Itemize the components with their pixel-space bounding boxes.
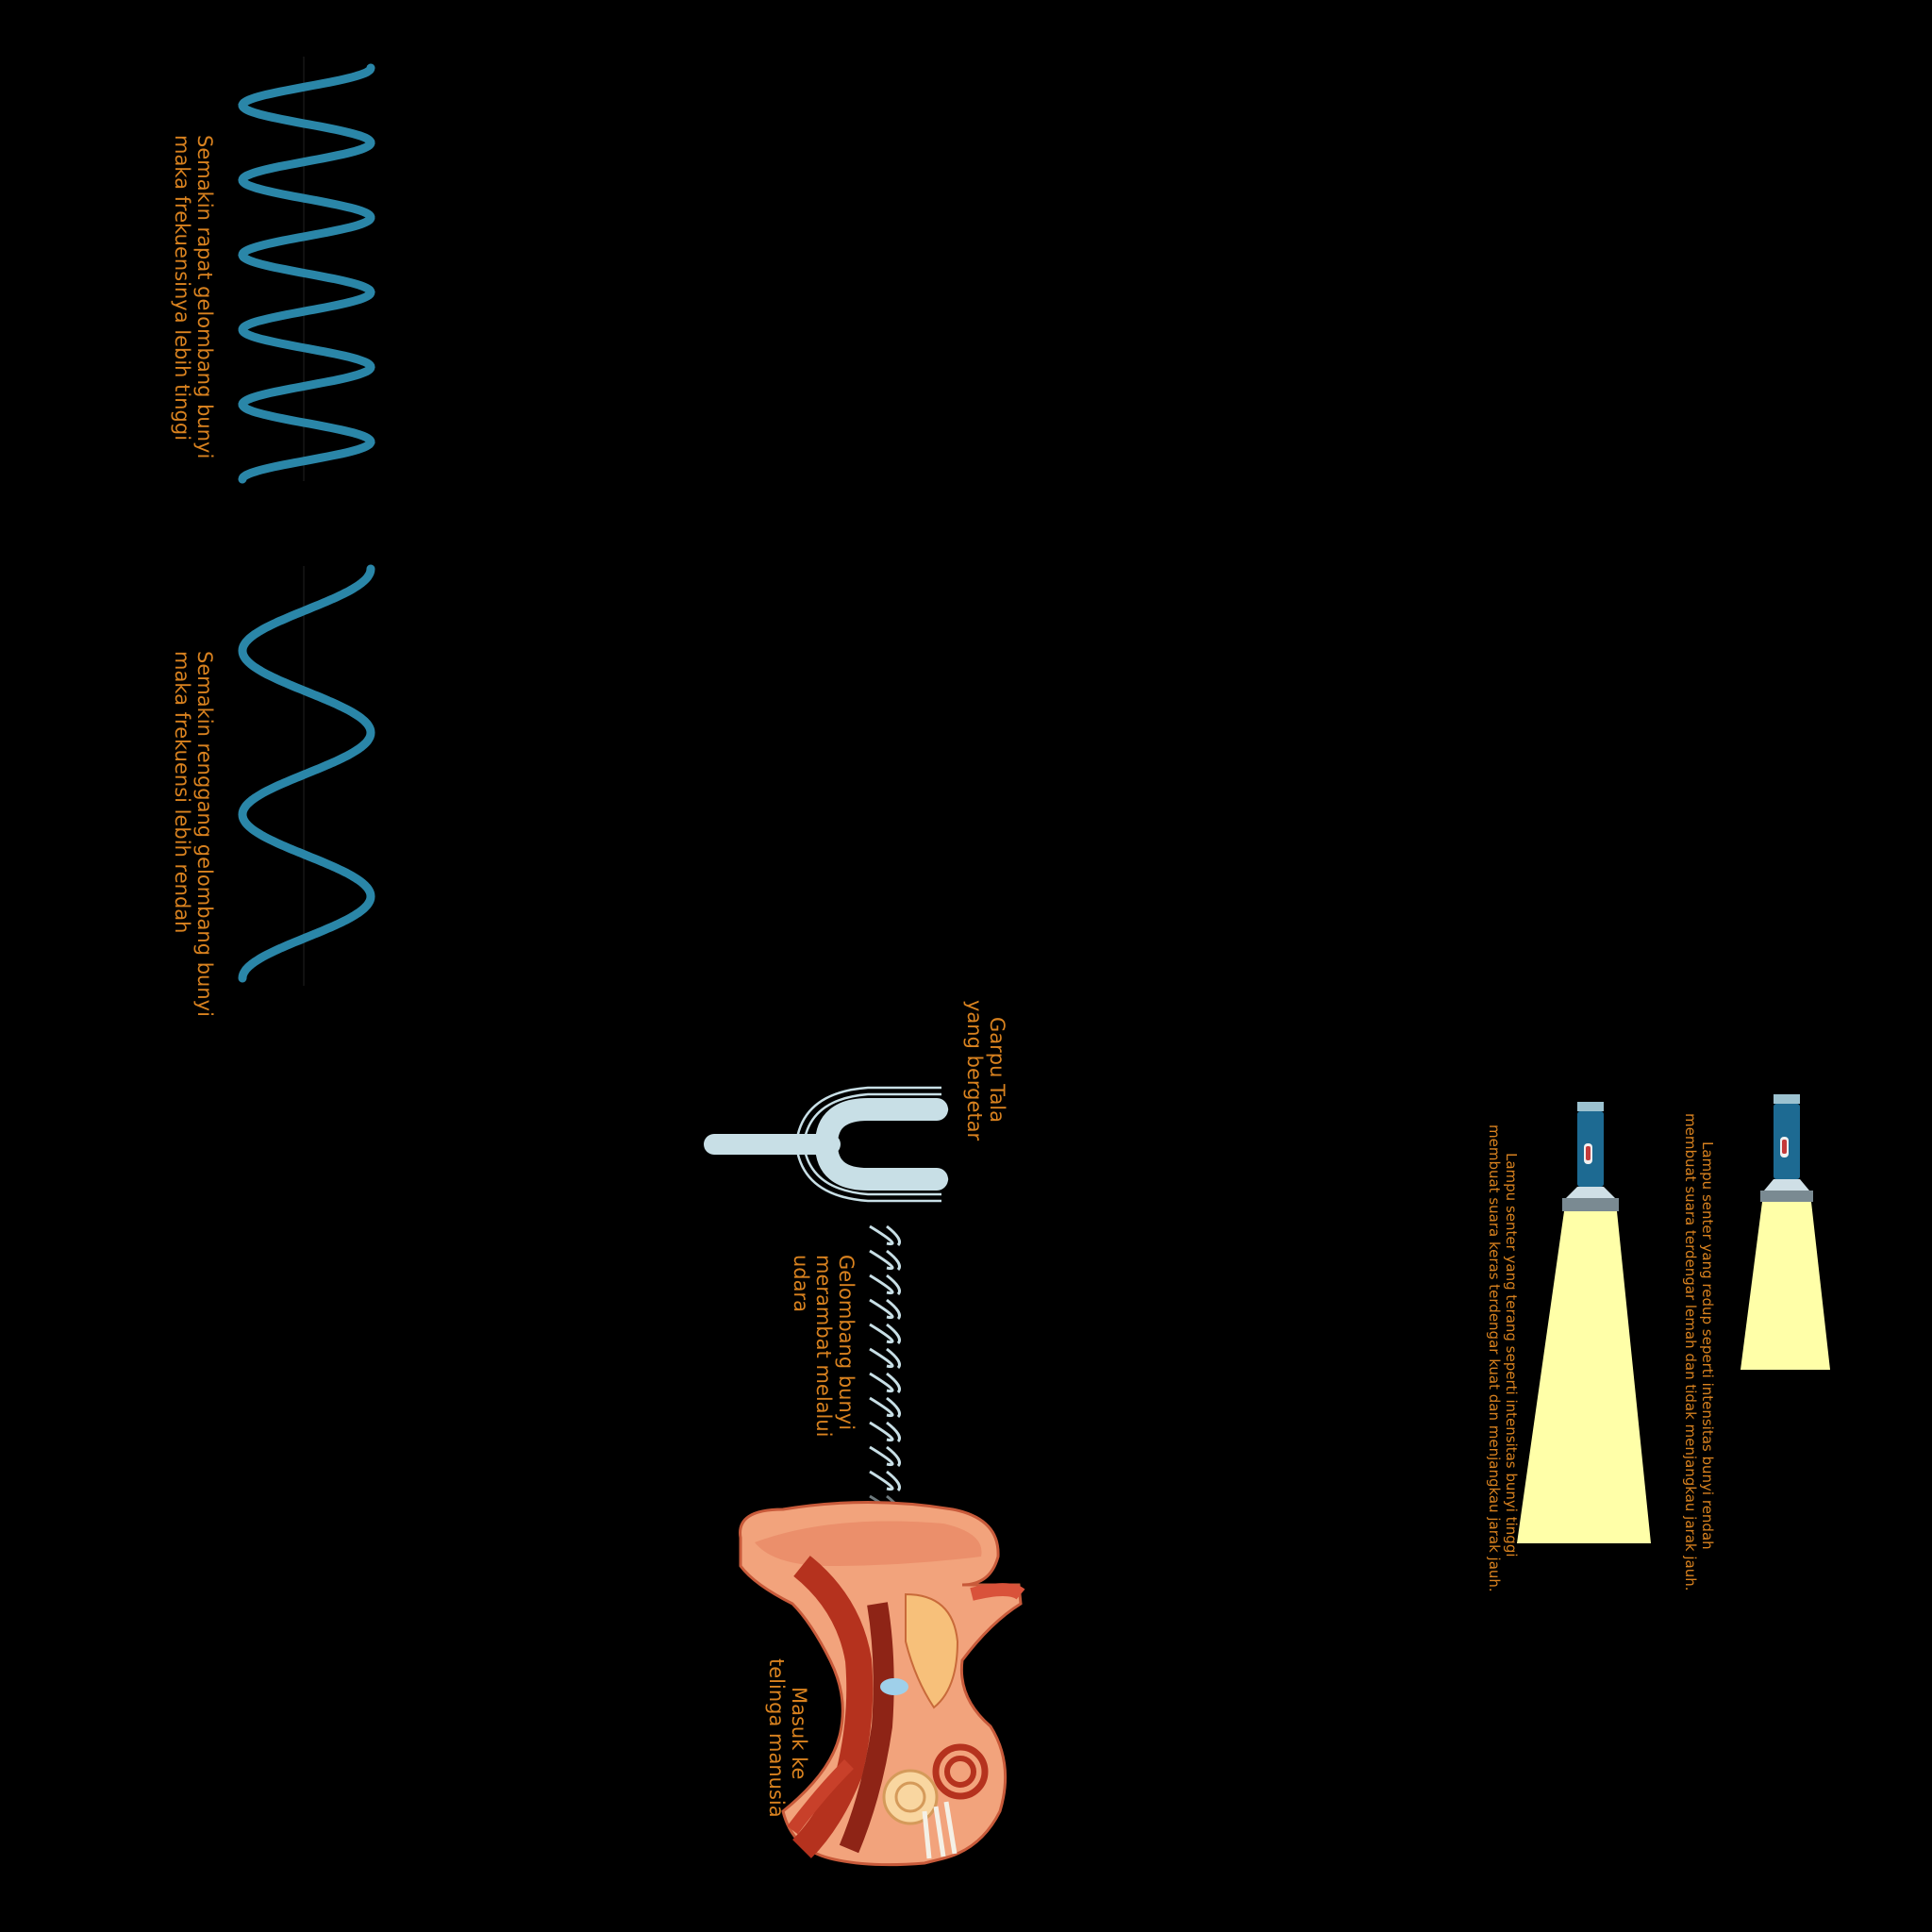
sound-wave-arc (869, 1249, 901, 1272)
sound-wave-arc (869, 1421, 901, 1443)
high-frequency-wave (238, 63, 375, 484)
tuning-fork-label: Garpu Tala yang bergetar (963, 1000, 1008, 1141)
ear-label: Masuk ke telinga manusia (765, 1658, 810, 1818)
propagation-panel: Garpu Tala yang bergetar Gelombang bunyi… (704, 1000, 1025, 1867)
bright-flashlight-icon (1517, 1102, 1651, 1543)
sound-wave-arc (869, 1347, 901, 1370)
dim-flashlight-caption: Lampu senter yang redup seperti intensit… (1682, 1113, 1716, 1591)
bright-flashlight-caption: Lampu senter yang terang seperti intensi… (1486, 1124, 1520, 1592)
bright-light-beam (1517, 1211, 1651, 1543)
dim-flashlight-icon (1740, 1094, 1830, 1370)
sound-wave-arc (869, 1274, 901, 1296)
sound-wave-arc (869, 1445, 901, 1468)
wave-panel: Semakin rapat gelombang bunyi maka freku… (171, 57, 375, 1024)
sound-wave-arc (869, 1323, 901, 1345)
sound-wave-arc (869, 1396, 901, 1419)
low-frequency-wave (238, 564, 375, 983)
low-frequency-caption: Semakin renggang gelombang bunyi maka fr… (171, 651, 216, 1024)
tuning-fork-icon (704, 1086, 949, 1203)
dim-light-beam (1740, 1202, 1830, 1370)
sound-wave-arc (869, 1470, 901, 1492)
sound-wave-arc (869, 1298, 901, 1321)
intensity-panel: Lampu senter yang redup seperti intensit… (1486, 1094, 1830, 1592)
sound-wave-arc (869, 1372, 901, 1394)
sound-wave-arc (869, 1224, 901, 1247)
ear-anatomy-icon (739, 1501, 1025, 1867)
sound-wave-label: Gelombang bunyi merambat melalui udara (790, 1255, 858, 1443)
eardrum-icon (880, 1678, 908, 1695)
high-frequency-caption: Semakin rapat gelombang bunyi maka freku… (171, 135, 216, 465)
